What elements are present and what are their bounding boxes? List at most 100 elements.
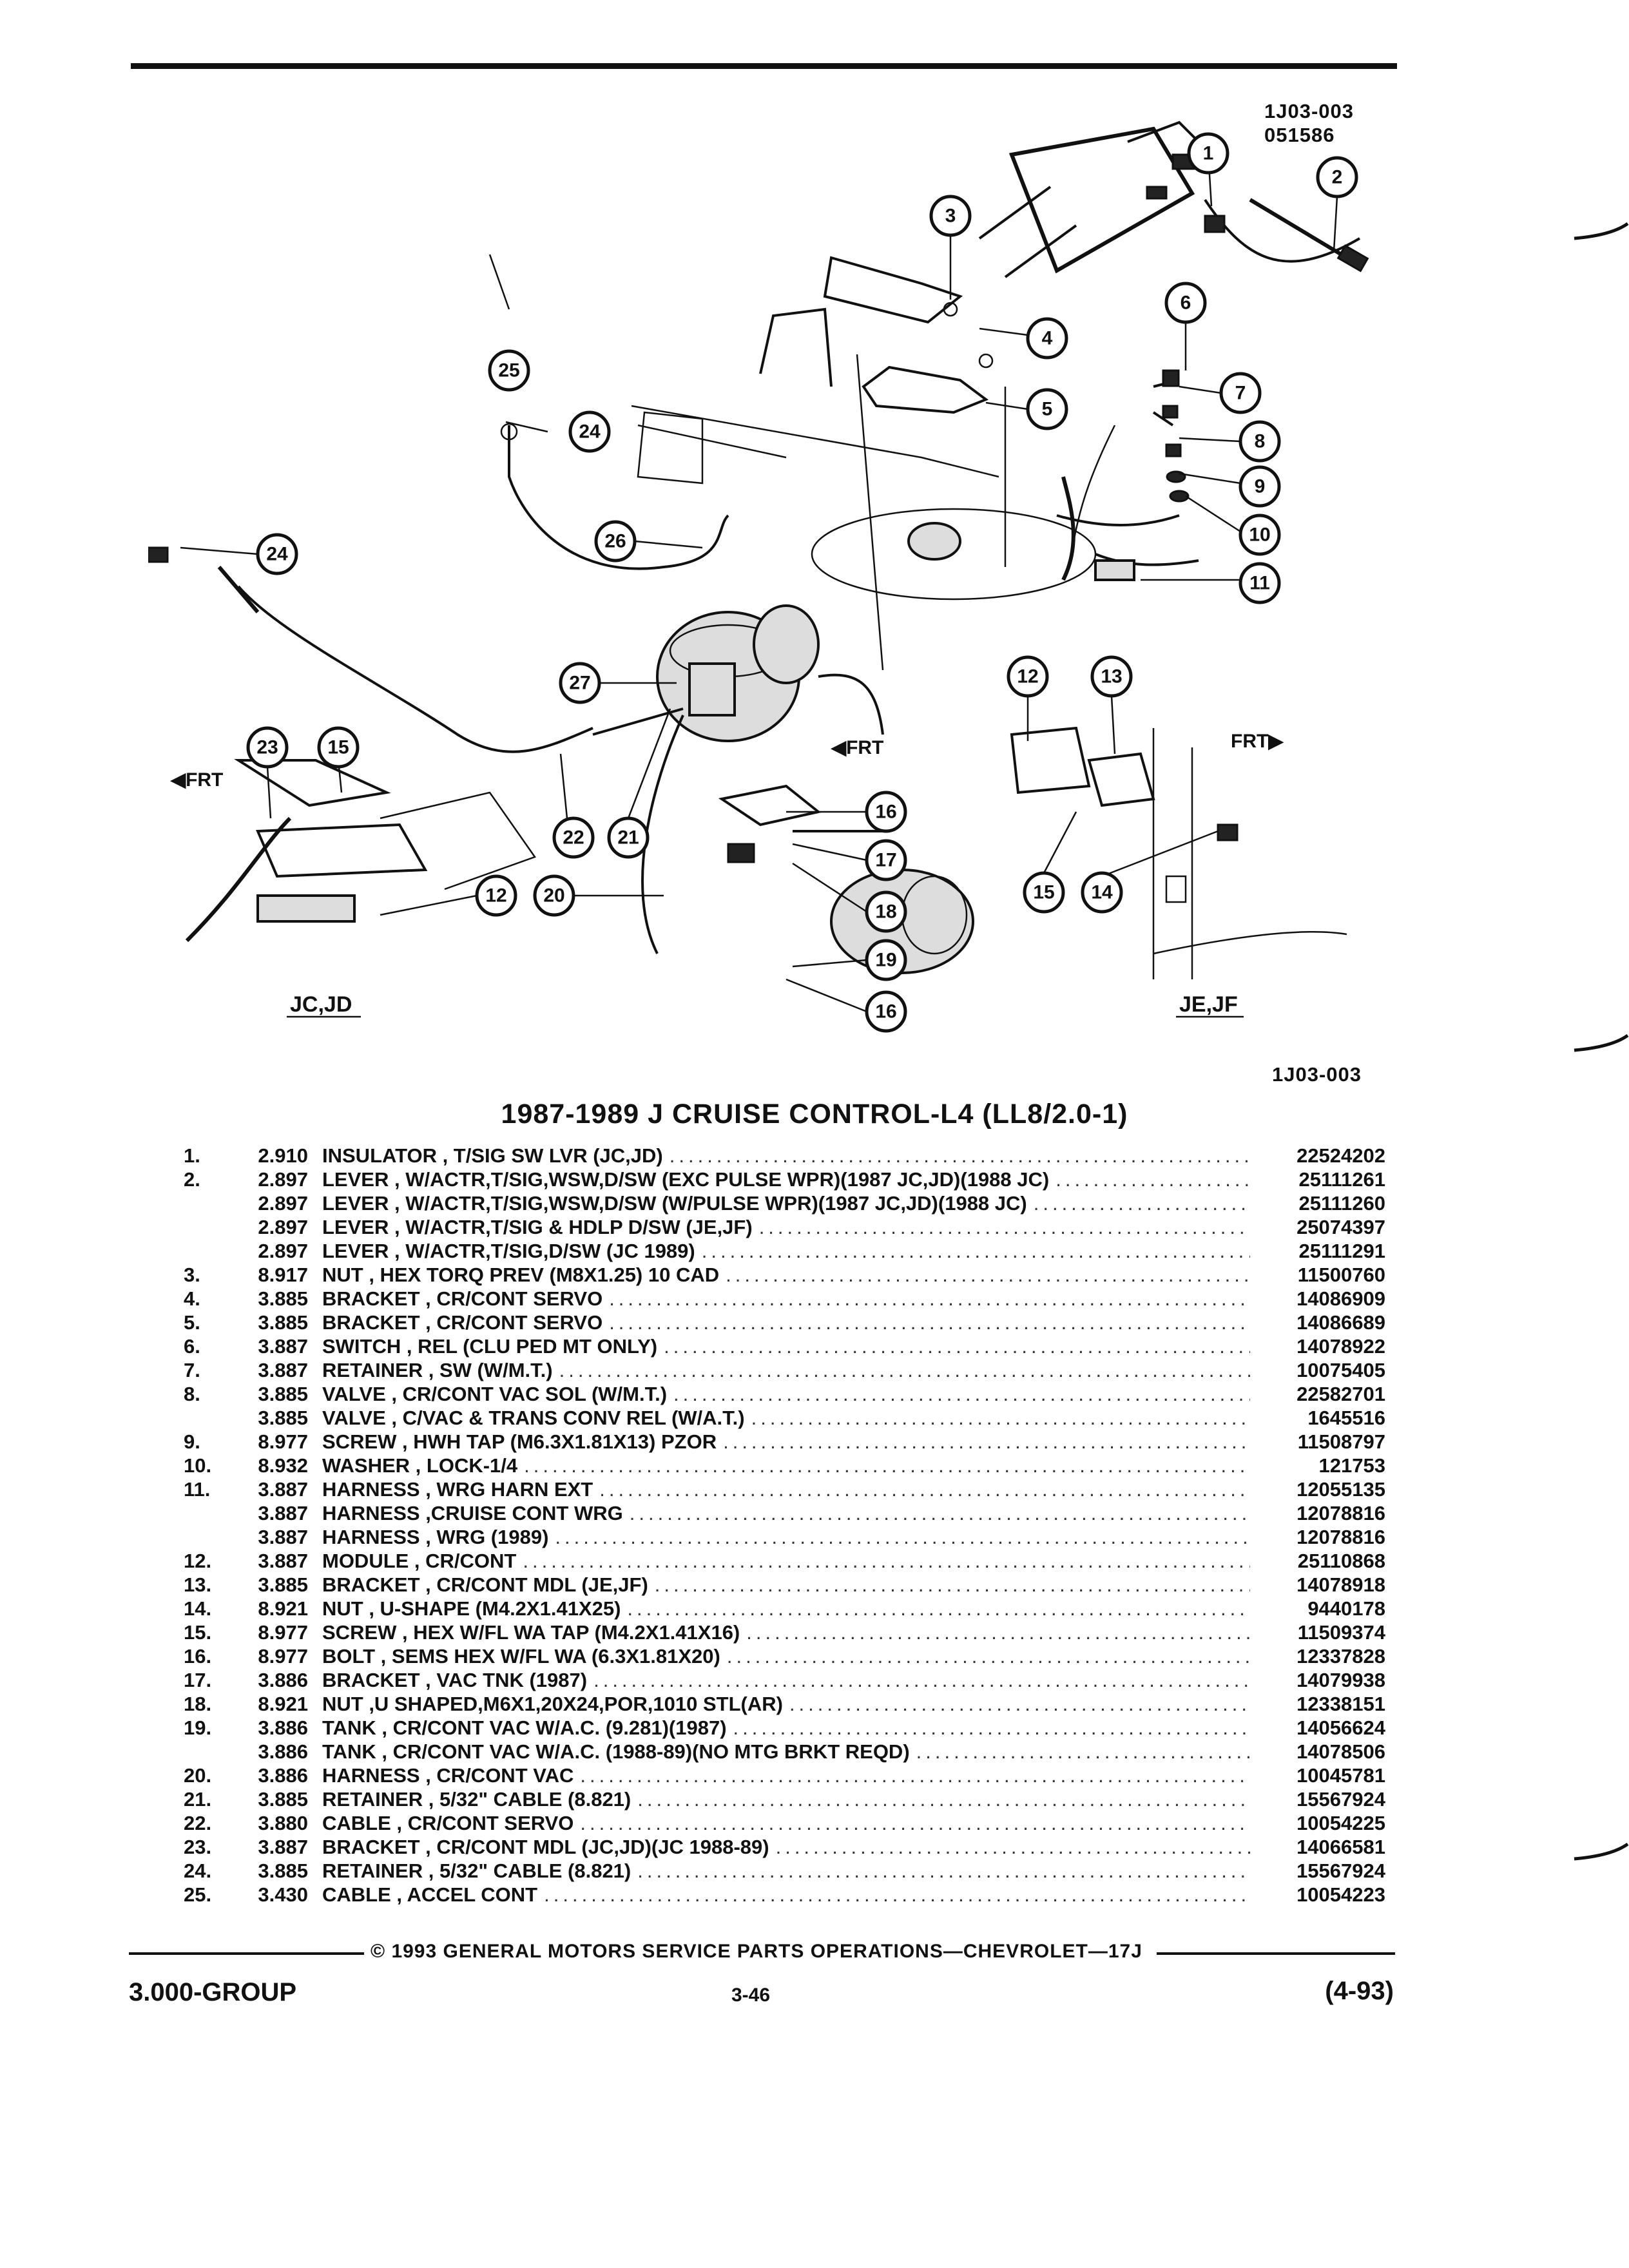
part-description: MODULE , CR/CONT <box>322 1550 517 1572</box>
svg-text:5: 5 <box>1042 399 1053 420</box>
part-number: 12338151 <box>1296 1693 1385 1715</box>
callout-15-right: 15 <box>1023 871 1065 914</box>
part-description: BRACKET , CR/CONT MDL (JC,JD)(JC 1988-89… <box>322 1836 769 1858</box>
part-description-cell: VALVE , C/VAC & TRANS CONV REL (W/A.T.) <box>322 1406 1250 1430</box>
frt-label-center: ◀FRT <box>830 737 883 758</box>
part-group-code: 3.886 <box>258 1764 308 1787</box>
svg-text:10: 10 <box>1249 524 1270 546</box>
part-description: RETAINER , 5/32" CABLE (8.821) <box>322 1860 631 1882</box>
part-item-number: 17. <box>184 1669 212 1691</box>
part-description: BRACKET , CR/CONT SERVO <box>322 1311 603 1334</box>
part-description: NUT ,U SHAPED,M6X1,20X24,POR,1010 STL(AR… <box>322 1693 783 1715</box>
svg-text:6: 6 <box>1181 293 1191 314</box>
callout-12-left: 12 <box>475 874 517 917</box>
leader-lines <box>180 153 1338 1013</box>
figure-ref-code-2: 051586 <box>1264 124 1335 146</box>
part-description: BRACKET , VAC TNK (1987) <box>322 1669 588 1691</box>
part-group-code: 3.887 <box>258 1502 308 1524</box>
part-item-number: 1. <box>184 1144 200 1167</box>
part-number: 22582701 <box>1296 1383 1385 1405</box>
dot-leader <box>544 1883 1250 1907</box>
dot-leader <box>1034 1191 1250 1215</box>
dot-leader <box>593 1668 1250 1692</box>
part-description: BOLT , SEMS HEX W/FL WA (6.3X1.81X20) <box>322 1645 720 1667</box>
footer-rule-left <box>129 1952 364 1955</box>
section-title: 1987-1989 J CRUISE CONTROL-L4 (LL8/2.0-1… <box>501 1099 1128 1129</box>
part-description: NUT , U-SHAPE (M4.2X1.41X25) <box>322 1597 621 1620</box>
part-item-number: 5. <box>184 1311 200 1334</box>
part-number: 14078918 <box>1296 1573 1385 1596</box>
callout-17: 17 <box>865 839 907 881</box>
part-number: 25111260 <box>1298 1192 1385 1215</box>
part-number: 25111291 <box>1298 1240 1385 1262</box>
dot-leader <box>559 1358 1250 1382</box>
dot-leader <box>702 1239 1250 1263</box>
part-description-cell: WASHER , LOCK-1/4 <box>322 1454 1250 1477</box>
callout-18: 18 <box>865 890 907 933</box>
part-item-number: 13. <box>184 1573 212 1596</box>
dot-leader <box>1055 1168 1250 1191</box>
dot-leader <box>580 1811 1250 1835</box>
part-group-code: 3.887 <box>258 1478 308 1501</box>
part-description-cell: BRACKET , VAC TNK (1987) <box>322 1668 1250 1692</box>
part-description-cell: NUT , U-SHAPE (M4.2X1.41X25) <box>322 1597 1250 1620</box>
dot-leader <box>637 1859 1250 1883</box>
svg-text:19: 19 <box>875 950 896 971</box>
part-description: HARNESS , WRG (1989) <box>322 1526 549 1548</box>
part-description-cell: SCREW , HWH TAP (M6.3X1.81X13) PZOR <box>322 1430 1250 1454</box>
part-group-code: 3.880 <box>258 1812 308 1834</box>
servo-brackets <box>759 256 994 414</box>
part-description-cell: BRACKET , CR/CONT MDL (JE,JF) <box>322 1573 1250 1597</box>
part-group-code: 8.921 <box>258 1597 308 1620</box>
dot-leader <box>664 1334 1250 1358</box>
revision-date: (4-93) <box>1325 1977 1394 2005</box>
callout-24-left: 24 <box>256 533 298 575</box>
part-description: TANK , CR/CONT VAC W/A.C. (1988-89)(NO M… <box>322 1740 910 1763</box>
part-number: 11508797 <box>1297 1430 1385 1453</box>
dot-leader <box>670 1144 1250 1168</box>
part-group-code: 3.886 <box>258 1669 308 1691</box>
group-label: 3.000-GROUP <box>129 1978 297 2006</box>
part-number: 10075405 <box>1296 1359 1385 1381</box>
part-description-cell: HARNESS , WRG HARN EXT <box>322 1477 1250 1501</box>
part-number: 121753 <box>1318 1454 1385 1477</box>
part-number: 15567924 <box>1296 1788 1385 1811</box>
svg-text:12: 12 <box>485 885 506 907</box>
svg-text:16: 16 <box>875 1001 896 1023</box>
part-group-code: 3.886 <box>258 1716 308 1739</box>
part-item-number: 19. <box>184 1716 212 1739</box>
part-description-cell: SWITCH , REL (CLU PED MT ONLY) <box>322 1334 1250 1358</box>
footer-rule-right <box>1157 1952 1395 1955</box>
part-item-number: 25. <box>184 1883 212 1906</box>
part-group-code: 3.887 <box>258 1526 308 1548</box>
copyright-line: © 1993 GENERAL MOTORS SERVICE PARTS OPER… <box>371 1941 1142 1962</box>
svg-text:15: 15 <box>327 737 349 758</box>
svg-text:2: 2 <box>1332 167 1343 188</box>
part-group-code: 3.885 <box>258 1287 308 1310</box>
callout-6: 6 <box>1164 282 1207 324</box>
svg-text:4: 4 <box>1042 328 1053 349</box>
dot-leader <box>727 1644 1250 1668</box>
top-rule <box>131 63 1397 69</box>
part-description-cell: HARNESS ,CRUISE CONT WRG <box>322 1501 1250 1525</box>
part-description: HARNESS , WRG HARN EXT <box>322 1478 593 1501</box>
part-description-cell: BOLT , SEMS HEX W/FL WA (6.3X1.81X20) <box>322 1644 1250 1668</box>
part-item-number: 24. <box>184 1860 212 1882</box>
dot-leader <box>751 1406 1250 1430</box>
part-item-number: 11. <box>184 1478 211 1501</box>
dot-leader <box>723 1430 1250 1454</box>
part-description-cell: RETAINER , 5/32" CABLE (8.821) <box>322 1787 1250 1811</box>
callout-9: 9 <box>1239 465 1281 508</box>
callout-27: 27 <box>559 662 601 704</box>
